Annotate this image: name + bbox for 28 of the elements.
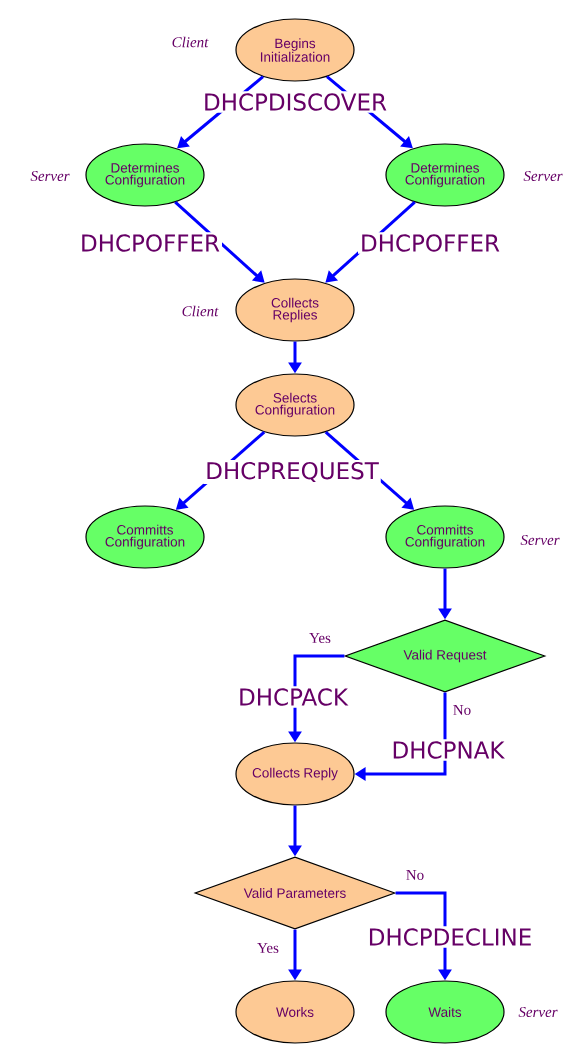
ellipse-node: Begins Initialization	[235, 18, 355, 82]
message-label: DHCPDISCOVER	[201, 91, 389, 113]
ellipse-node: Waits	[385, 980, 505, 1044]
arrow	[174, 201, 265, 283]
message-label: Yes	[307, 631, 333, 645]
ellipse-node: Determines Configuration	[385, 143, 505, 207]
ellipse-node: Collects Replies	[235, 278, 355, 342]
message-label: No	[450, 703, 474, 717]
edge-label: DHCPOFFER	[78, 232, 222, 254]
message-label: No	[403, 868, 427, 882]
edge-label: DHCPNAK	[389, 739, 507, 761]
ellipse-node: Committs Configuration	[85, 505, 205, 569]
role-label: Server	[523, 170, 563, 182]
ellipse-node: Selects Configuration	[235, 373, 355, 437]
ellipse-node: Works	[235, 980, 355, 1044]
role-label: Client	[172, 36, 209, 48]
ellipse-node: Determines Configuration	[85, 143, 205, 207]
edge-label: DHCPACK	[236, 686, 350, 708]
message-label: DHCPREQUEST	[203, 460, 381, 484]
role-label: Client	[182, 305, 219, 317]
edge-label: DHCPDECLINE	[365, 926, 535, 948]
ellipse-node: Collects Reply	[235, 742, 355, 806]
edge-label: Yes	[255, 941, 281, 955]
edge-label: DHCPOFFER	[358, 232, 502, 254]
role-label: Server	[30, 170, 70, 182]
role-label: Server	[520, 534, 560, 546]
role-label: Server	[518, 1006, 558, 1018]
ellipse-node: Committs Configuration	[385, 505, 505, 569]
